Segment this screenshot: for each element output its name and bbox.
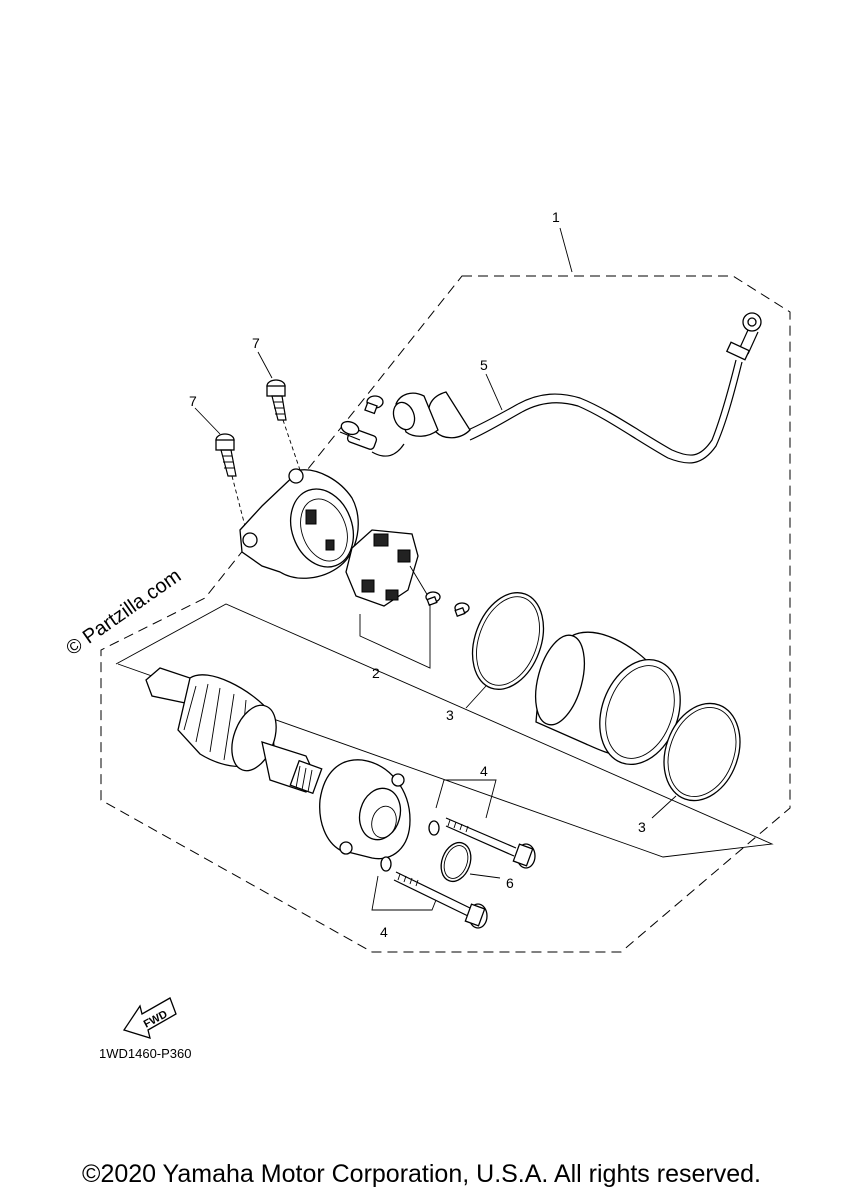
callout-6: 6 <box>506 875 514 891</box>
callout-3-upper: 3 <box>446 707 454 723</box>
washer-lower <box>380 856 392 872</box>
o-ring-lower <box>663 702 741 802</box>
callout-4-upper: 4 <box>480 763 488 779</box>
through-bolt-upper <box>445 817 536 869</box>
callout-7-upper: 7 <box>252 335 260 351</box>
through-bolt-lower <box>393 871 488 929</box>
washer-upper <box>428 820 440 836</box>
assembly-boundary <box>100 275 791 953</box>
callout-3-lower: 3 <box>638 819 646 835</box>
mounting-bolt-upper <box>266 379 287 421</box>
brush-holder-screws <box>425 591 470 618</box>
callout-7-lower: 7 <box>189 393 197 409</box>
terminal-screw <box>364 395 384 415</box>
callout-2: 2 <box>372 665 380 681</box>
o-ring-6 <box>440 841 472 883</box>
front-cover <box>319 759 411 860</box>
callout-4-lower: 4 <box>380 924 388 940</box>
lead-wire <box>339 312 762 464</box>
o-ring-upper <box>471 592 545 690</box>
rear-cover <box>239 468 359 579</box>
watermark: © Partzilla.com <box>62 565 185 660</box>
brush-holder <box>345 529 429 607</box>
yoke-group-outline <box>115 603 774 858</box>
armature <box>145 667 323 795</box>
copyright-notice: ©2020 Yamaha Motor Corporation, U.S.A. A… <box>82 1160 761 1188</box>
fwd-arrow-icon: FWD <box>122 997 177 1039</box>
mounting-bolt-lower <box>215 433 237 477</box>
callout-5: 5 <box>480 357 488 373</box>
yoke <box>534 631 681 766</box>
callout-1: 1 <box>552 209 560 225</box>
reference-code: 1WD1460-P360 <box>99 1046 192 1061</box>
